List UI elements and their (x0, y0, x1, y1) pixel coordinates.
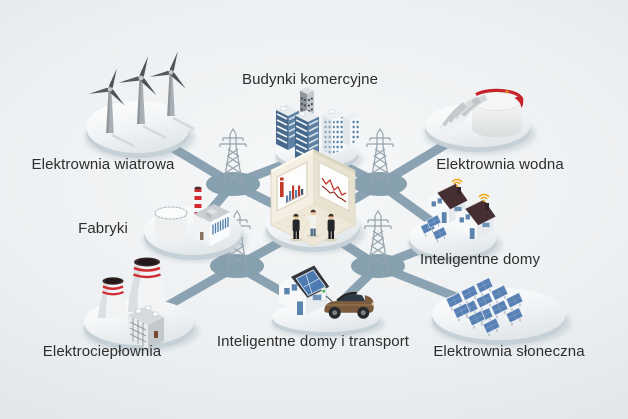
label-chp-plant: Elektrociepłownia (42, 343, 162, 360)
hydro-dam-icon (436, 88, 524, 138)
label-hydro-power: Elektrownia wodna (436, 156, 564, 173)
control-room-icon (270, 149, 356, 247)
charging-station (321, 287, 333, 303)
people (290, 209, 337, 242)
grid-node (206, 172, 260, 196)
electric-car (324, 291, 375, 319)
grid-nodes (206, 172, 407, 278)
label-commercial-buildings: Budynki komercyjne (241, 71, 379, 88)
label-factories: Fabryki (78, 220, 128, 237)
chp-plant-icon (98, 257, 166, 349)
bar-chart-screen (276, 160, 308, 213)
label-smart-homes: Inteligentne domy (419, 251, 541, 268)
grid-node (353, 172, 407, 196)
label-solar-power: Elektrownia słoneczna (433, 343, 585, 360)
grid-node (351, 254, 405, 278)
label-smart-homes-transport: Inteligentne domy i transport (216, 333, 410, 350)
smart-home-ev-icon (278, 264, 375, 319)
line-chart-screen (318, 160, 350, 213)
wind-turbines-icon (86, 45, 198, 148)
label-wind-power: Elektrownia wiatrowa (31, 156, 175, 173)
grid-node (210, 254, 264, 278)
factory-icon (154, 186, 230, 246)
